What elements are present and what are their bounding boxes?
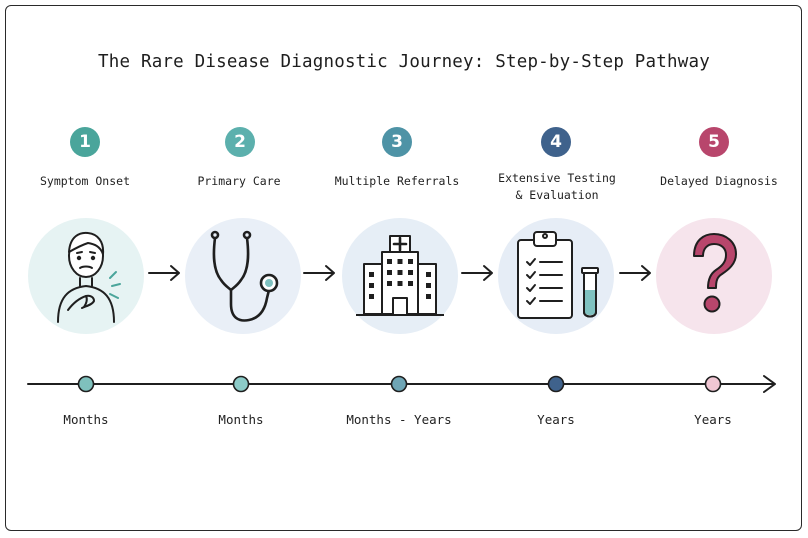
hospital-icon <box>342 218 458 334</box>
arrow-right-icon <box>461 265 493 281</box>
step-5-number: 5 <box>699 127 729 157</box>
stethoscope-icon <box>185 218 301 334</box>
arrow-right-icon <box>303 265 335 281</box>
timeline-marker-4 <box>547 375 565 393</box>
timeline-marker-3 <box>390 375 408 393</box>
arrow-right-icon <box>619 265 651 281</box>
step-4-number: 4 <box>541 127 571 157</box>
question-mark-icon <box>656 218 772 334</box>
timeline-marker-1 <box>77 375 95 393</box>
step-2-duration: Months <box>218 412 264 427</box>
timeline-marker-5 <box>704 375 722 393</box>
step-3-number: 3 <box>382 127 412 157</box>
timeline <box>27 375 776 393</box>
clipboard-test-tube-icon <box>498 218 614 334</box>
step-5-label: Delayed Diagnosis <box>660 174 778 188</box>
diagram-title: The Rare Disease Diagnostic Journey: Ste… <box>98 52 710 72</box>
step-2-number: 2 <box>225 127 255 157</box>
arrow-right-icon <box>148 265 180 281</box>
step-3-label: Multiple Referrals <box>334 174 460 188</box>
step-4-label: Extensive Testing& Evaluation <box>498 171 616 202</box>
step-1-number: 1 <box>70 127 100 157</box>
step-2-label: Primary Care <box>197 174 281 188</box>
person-chest-pain-icon <box>28 218 144 334</box>
step-1-duration: Months <box>63 412 109 427</box>
step-3-duration: Months - Years <box>346 412 452 427</box>
step-4-duration: Years <box>537 412 575 427</box>
step-5-duration: Years <box>694 412 732 427</box>
step-1-label: Symptom Onset <box>39 174 130 188</box>
timeline-marker-2 <box>232 375 250 393</box>
